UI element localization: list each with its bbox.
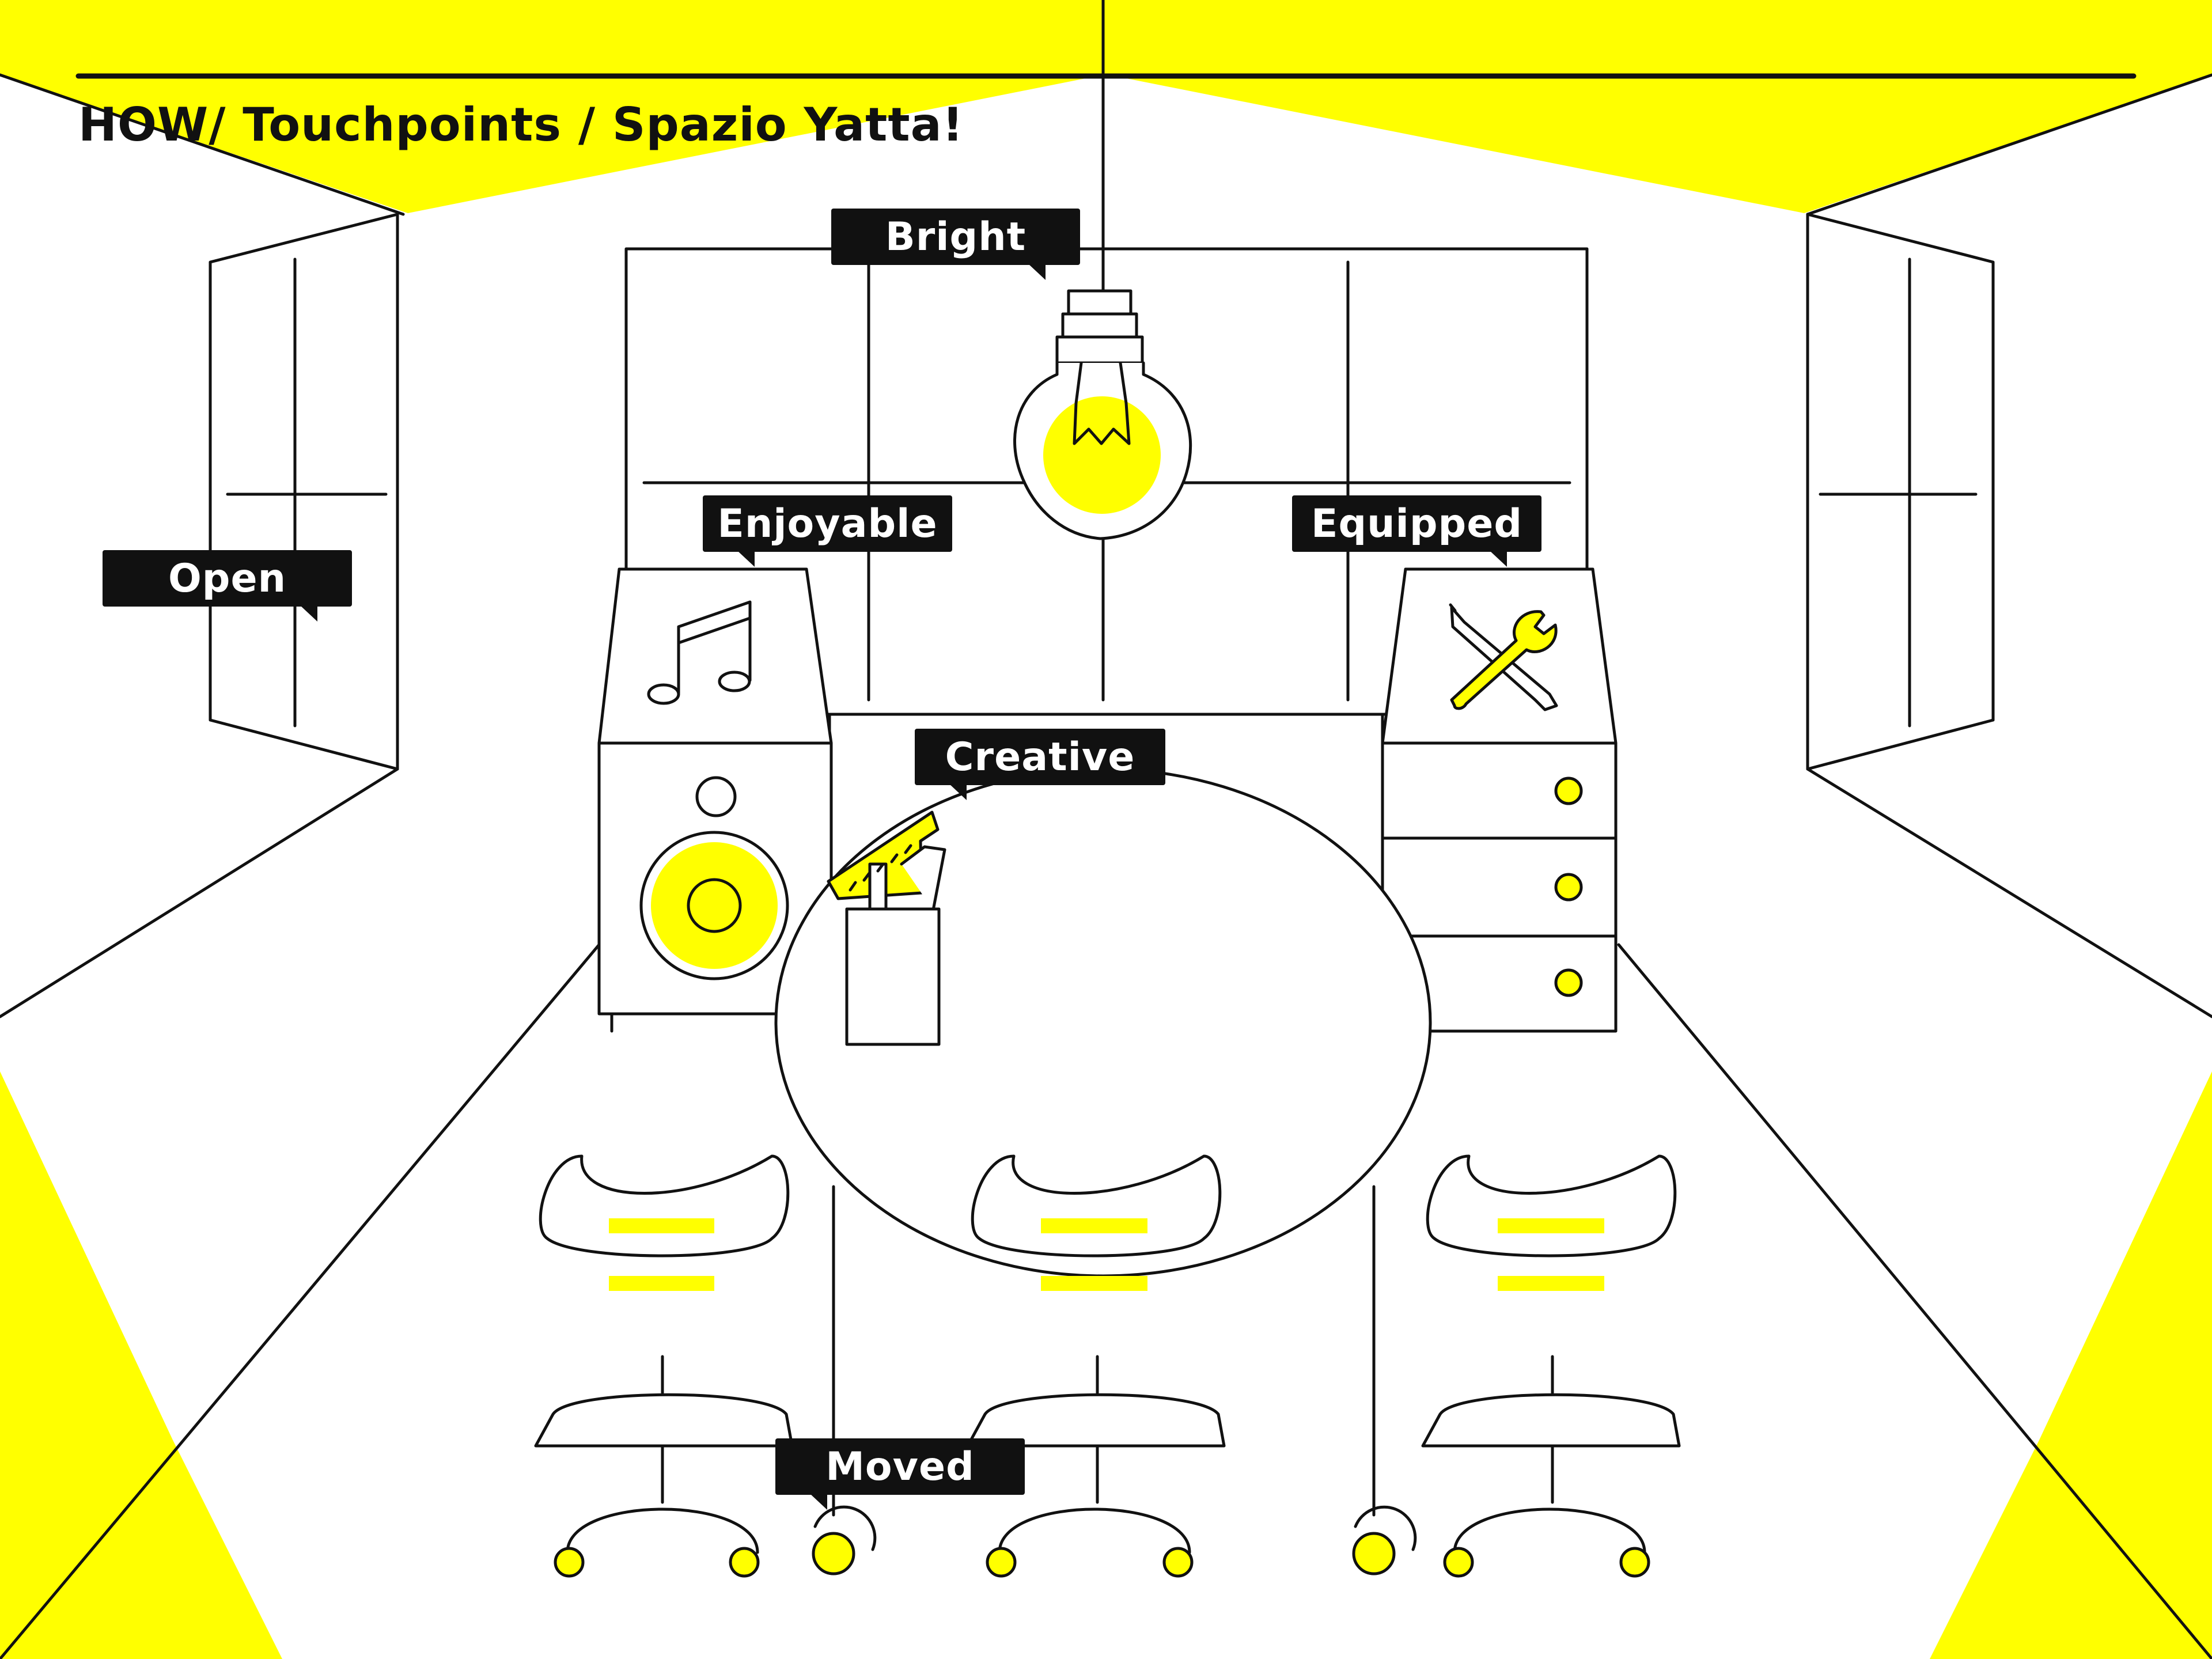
label-equipped: Equipped bbox=[1292, 495, 1541, 567]
table-casters bbox=[812, 1505, 1417, 1575]
label-open: Open bbox=[103, 550, 352, 622]
floor-wedge-right bbox=[1930, 1071, 2212, 1659]
label-creative: Creative bbox=[915, 729, 1165, 800]
label-enjoyable: Enjoyable bbox=[703, 495, 952, 567]
label-moved: Moved bbox=[775, 1438, 1025, 1510]
pencil-cup-icon bbox=[827, 810, 946, 1046]
chair-right bbox=[1421, 1154, 1681, 1578]
page-title: HOW/ Touchpoints / Spazio Yatta! bbox=[78, 98, 964, 151]
label-bright: Bright bbox=[831, 209, 1080, 280]
music-note-icon bbox=[647, 600, 752, 705]
tools-icon bbox=[1449, 603, 1558, 711]
left-window bbox=[209, 213, 399, 771]
light-bulb-icon bbox=[1013, 289, 1192, 540]
ceiling-wedge bbox=[0, 0, 2212, 213]
chair-center bbox=[966, 1154, 1226, 1578]
chair-left bbox=[534, 1154, 794, 1578]
floor-wedge-left bbox=[0, 1071, 282, 1659]
speaker-icon bbox=[597, 567, 833, 1033]
right-window bbox=[1806, 213, 1995, 771]
